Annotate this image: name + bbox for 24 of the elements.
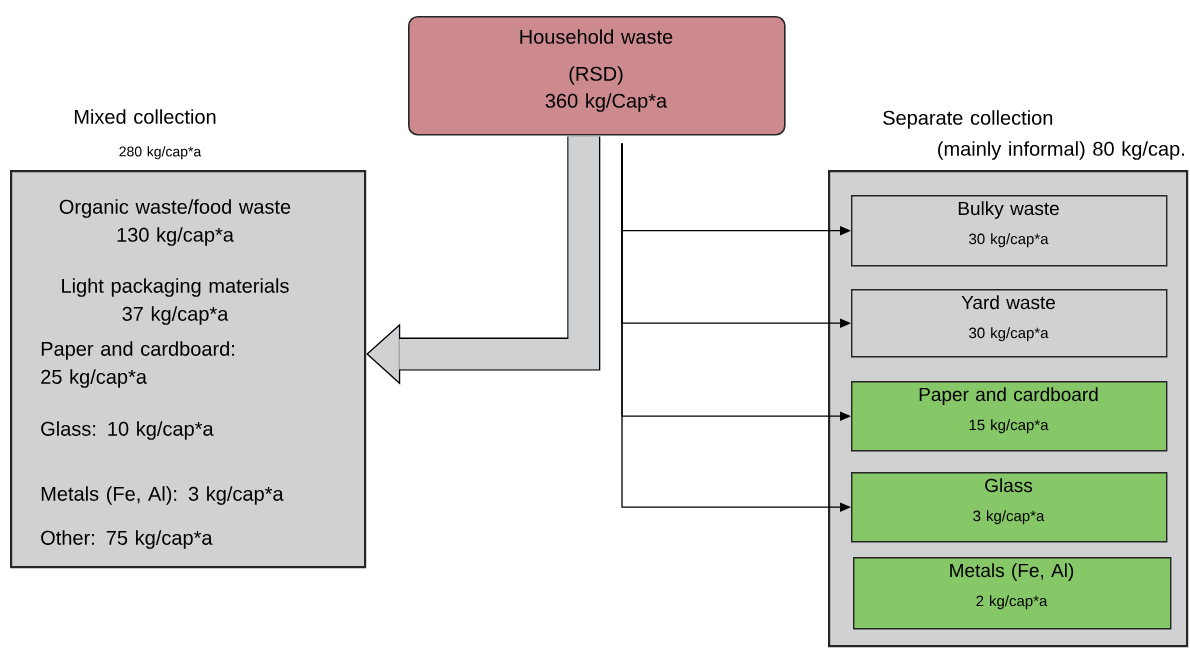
item-text: Glass: 10 kg/cap*a: [41, 421, 214, 440]
quantity-text: 30 kg/cap*a: [969, 327, 1049, 342]
item-text: Other: 75 kg/cap*a: [41, 530, 213, 549]
item-text: Paper and cardboard: 25 kg/cap*a: [41, 341, 234, 388]
quantity-text: 15 kg/cap*a: [969, 419, 1049, 434]
quantity-text: 3 kg/cap*a: [973, 510, 1045, 525]
box-heading: Mixed collection: [74, 109, 216, 124]
box-heading: (mainly informal) 80 kg/cap.: [938, 141, 1184, 160]
item-text: Metals (Fe, Al): 3 kg/cap*a: [41, 486, 284, 505]
box-heading: Bulky waste: [958, 201, 1059, 219]
quantity-text: 30 kg/cap*a: [969, 233, 1049, 248]
quantity-text: 280 kg/cap*a: [119, 146, 202, 160]
box-heading: Paper and cardboard: [919, 387, 1098, 405]
box-heading: Household waste: [520, 29, 673, 44]
block-arrow: [366, 136, 601, 385]
item-text: Organic waste/food waste 130 kg/cap*a: [59, 199, 291, 246]
quantity-text: 360 kg/Cap*a: [545, 93, 668, 112]
box-heading: Metals (Fe, Al): [950, 563, 1074, 581]
box-heading: Separate collection: [883, 110, 1053, 129]
box-heading: (RSD): [569, 66, 623, 85]
item-text: Light packaging materials 37 kg/cap*a: [62, 278, 289, 325]
box-heading: Glass: [985, 478, 1033, 493]
quantity-text: 2 kg/cap*a: [976, 595, 1048, 610]
box-heading: Yard waste: [961, 295, 1055, 310]
